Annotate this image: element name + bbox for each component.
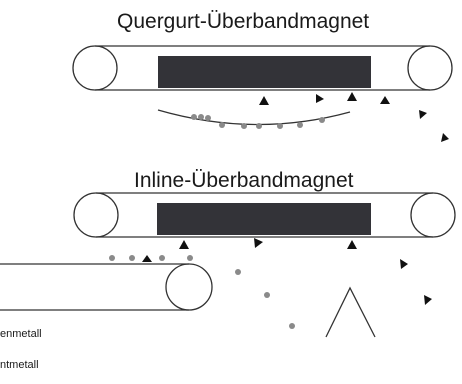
iron-dot — [159, 255, 165, 261]
nonferrous-triangle — [441, 133, 449, 142]
crossbelt-conveyor-trough — [157, 109, 351, 126]
nonferrous-triangle — [259, 96, 269, 105]
feed-conveyor-head-pulley — [165, 263, 213, 311]
iron-dot — [264, 292, 270, 298]
nonferrous-triangle — [254, 238, 263, 248]
nonferrous-triangle — [179, 240, 189, 249]
iron-dot — [256, 123, 262, 129]
iron-dot — [235, 269, 241, 275]
inline-iron-particles — [109, 255, 295, 329]
crossbelt-separator — [72, 45, 453, 126]
iron-dot — [198, 114, 204, 120]
crossbelt-left-roller — [72, 45, 118, 91]
iron-dot — [205, 115, 211, 121]
nonferrous-triangle — [347, 240, 357, 249]
nonferrous-triangle — [347, 92, 357, 101]
splitter-chute — [325, 286, 376, 338]
nonferrous-triangle — [424, 295, 432, 305]
crossbelt-iron-particles — [191, 114, 325, 129]
nonferrous-triangle — [419, 110, 427, 119]
crossbelt-magnet-title: Quergurt-Überbandmagnet — [117, 10, 370, 33]
iron-dot — [319, 117, 325, 123]
iron-dot — [277, 123, 283, 129]
iron-dot — [129, 255, 135, 261]
nonferrous-triangle — [400, 259, 408, 269]
inline-left-roller — [73, 192, 119, 238]
iron-dot — [297, 122, 303, 128]
crossbelt-right-roller — [407, 45, 453, 91]
inline-nonferrous-particles — [142, 238, 432, 305]
iron-dot — [109, 255, 115, 261]
iron-dot — [241, 123, 247, 129]
nonferrous-triangle — [142, 255, 152, 262]
inline-magnet-title: Inline-Überbandmagnet — [134, 169, 354, 192]
iron-dot — [187, 255, 193, 261]
iron-dot — [219, 122, 225, 128]
crossbelt-nonferrous-particles — [259, 92, 449, 142]
inline-right-roller — [410, 192, 456, 238]
legend-nonferrous-metal: ntmetall — [0, 359, 39, 371]
crossbelt-magnet-block — [158, 56, 371, 88]
iron-dot — [191, 114, 197, 120]
iron-dot — [289, 323, 295, 329]
nonferrous-triangle — [380, 96, 390, 104]
legend-iron-metal: enmetall — [0, 328, 42, 340]
nonferrous-triangle — [316, 94, 324, 103]
inline-magnet-block — [157, 203, 371, 235]
inline-separator — [0, 192, 456, 338]
